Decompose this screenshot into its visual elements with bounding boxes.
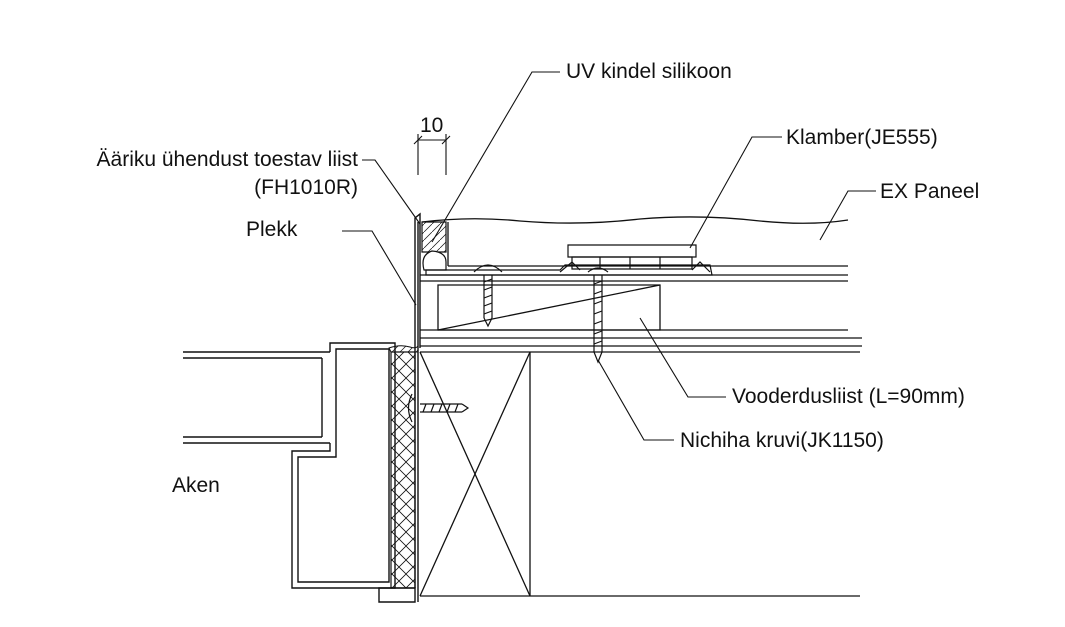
screws: [409, 265, 609, 422]
label-ex-panel: EX Paneel: [880, 180, 980, 203]
leader-ex-panel: [820, 191, 876, 240]
furring-strip: [438, 285, 660, 330]
dimension-10-marker: [414, 134, 450, 175]
leader-uv-silicone: [432, 72, 560, 242]
klamber-clip: [560, 245, 710, 272]
corner-strip-and-sealant: [422, 222, 712, 275]
window-frame: [183, 343, 415, 602]
timber-stud: [420, 352, 860, 596]
plekk-flashing: [415, 214, 420, 602]
label-corner-joint-strip: Ääriku ühendust toestav liist: [96, 148, 358, 171]
label-vooderdusliist: Vooderdusliist (L=90mm): [732, 385, 965, 408]
label-klamber: Klamber(JE555): [786, 126, 938, 149]
insulation-strip: [389, 346, 418, 588]
label-plekk: Plekk: [246, 218, 298, 241]
leader-vooderdusliist: [640, 318, 726, 397]
label-corner-joint-strip-code: (FH1010R): [254, 176, 358, 199]
leader-corner-strip: [362, 160, 420, 224]
leader-nichiha-kruvi: [598, 360, 674, 440]
label-nichiha-kruvi: Nichiha kruvi(JK1150): [680, 429, 884, 452]
leader-klamber: [690, 137, 782, 248]
label-dimension-10: 10: [420, 114, 444, 137]
ex-panel: [422, 217, 848, 266]
leader-lines: [342, 72, 876, 440]
label-uv-silicone: UV kindel silikoon: [566, 60, 732, 83]
leader-plekk: [342, 231, 416, 305]
label-aken: Aken: [172, 474, 220, 497]
